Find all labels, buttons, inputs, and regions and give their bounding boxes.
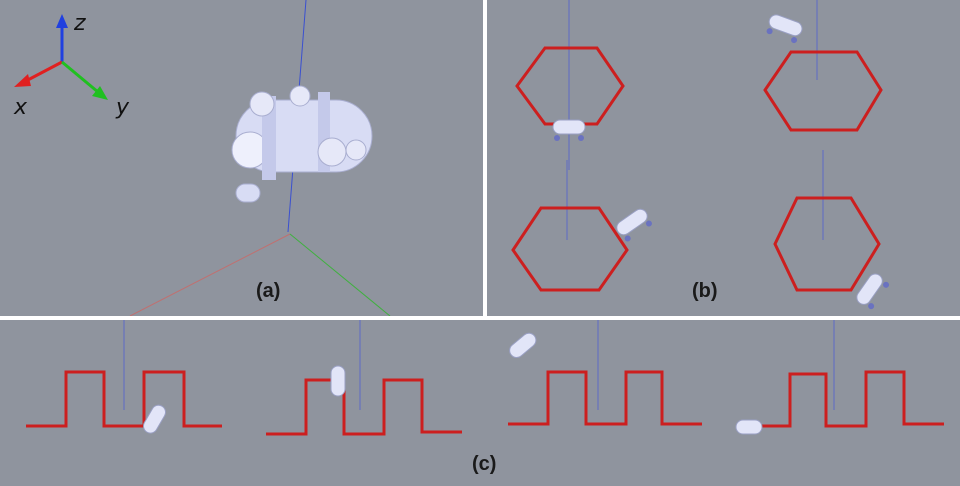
scene-b [511,0,890,310]
underwater-vehicle-icon [552,119,586,141]
square-wave-path [26,370,222,428]
scene-a: z x y [13,0,391,316]
axis-triad-icon: z x y [13,11,130,120]
underwater-vehicle-icon [616,208,652,242]
axis-x-label: x [13,95,28,120]
panel-b: (b) [487,0,960,316]
world-y-line [289,233,391,316]
axis-y-label: y [115,95,130,120]
panel-c-label: (c) [472,453,497,475]
panel-b-label: (b) [692,280,718,302]
panel-a-label: (a) [256,280,281,302]
hexagon-path [515,46,625,126]
world-x-line [129,233,291,316]
underwater-vehicle-icon [766,14,803,44]
underwater-vehicle-icon [231,85,373,203]
hexagon-path [763,50,883,132]
hexagon-path [773,196,881,292]
hexagon-path [511,206,629,292]
underwater-vehicle-icon [330,365,346,397]
underwater-vehicle-icon [735,419,763,435]
square-wave-path [508,370,702,426]
panel-c: (c) [0,320,960,486]
underwater-vehicle-icon [856,273,890,310]
panel-a: z x y (a) [0,0,483,316]
underwater-vehicle-icon [143,404,166,434]
scene-c [26,320,944,436]
square-wave-path [750,370,944,428]
square-wave-path [266,378,462,436]
axis-z-label: z [73,11,86,36]
underwater-vehicle-icon [509,332,537,358]
